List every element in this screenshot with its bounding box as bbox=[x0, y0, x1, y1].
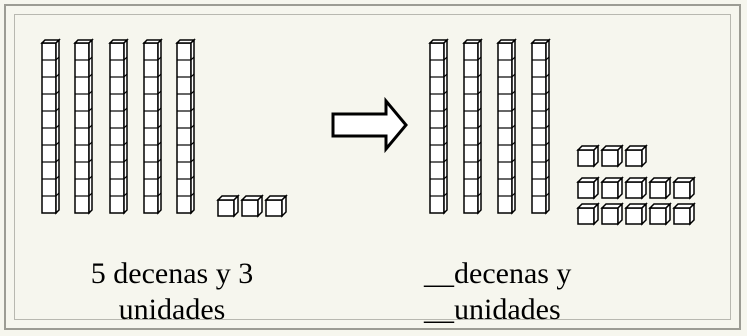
unit-cube bbox=[577, 145, 599, 167]
unit-cube bbox=[673, 203, 695, 225]
unit-cube bbox=[673, 177, 695, 199]
unit-cube bbox=[265, 195, 287, 217]
right-arrow-icon bbox=[331, 96, 408, 154]
unit-cube bbox=[577, 177, 599, 199]
unit-cube bbox=[241, 195, 263, 217]
unit-cube bbox=[601, 145, 623, 167]
unit-cube bbox=[649, 177, 671, 199]
left-caption-line1: 5 decenas y 3 bbox=[90, 257, 254, 290]
tens-rod bbox=[143, 39, 162, 214]
unit-cube bbox=[649, 203, 671, 225]
right-ones-cubes bbox=[577, 145, 695, 225]
left-tens-rods bbox=[41, 39, 195, 214]
unit-cube bbox=[601, 177, 623, 199]
tens-rod bbox=[176, 39, 195, 214]
tens-rod bbox=[463, 39, 482, 214]
tens-rod bbox=[41, 39, 60, 214]
right-tens-rods bbox=[429, 39, 550, 214]
unit-cube bbox=[625, 177, 647, 199]
unit-cube bbox=[577, 203, 599, 225]
tens-rod bbox=[497, 39, 516, 214]
unit-cube bbox=[601, 203, 623, 225]
right-caption-line2: __unidades bbox=[424, 293, 561, 326]
left-caption: 5 decenas y 3 unidades bbox=[62, 256, 282, 328]
left-ones-cubes bbox=[217, 195, 287, 217]
unit-cube bbox=[625, 145, 647, 167]
tens-rod bbox=[531, 39, 550, 214]
tens-rod bbox=[429, 39, 448, 214]
right-caption: __decenas y __unidades bbox=[424, 256, 571, 328]
tens-rod bbox=[74, 39, 93, 214]
right-caption-line1: __decenas y bbox=[424, 257, 572, 290]
left-caption-line2: unidades bbox=[118, 293, 226, 326]
unit-cube bbox=[625, 203, 647, 225]
unit-cube bbox=[217, 195, 239, 217]
tens-rod bbox=[109, 39, 128, 214]
